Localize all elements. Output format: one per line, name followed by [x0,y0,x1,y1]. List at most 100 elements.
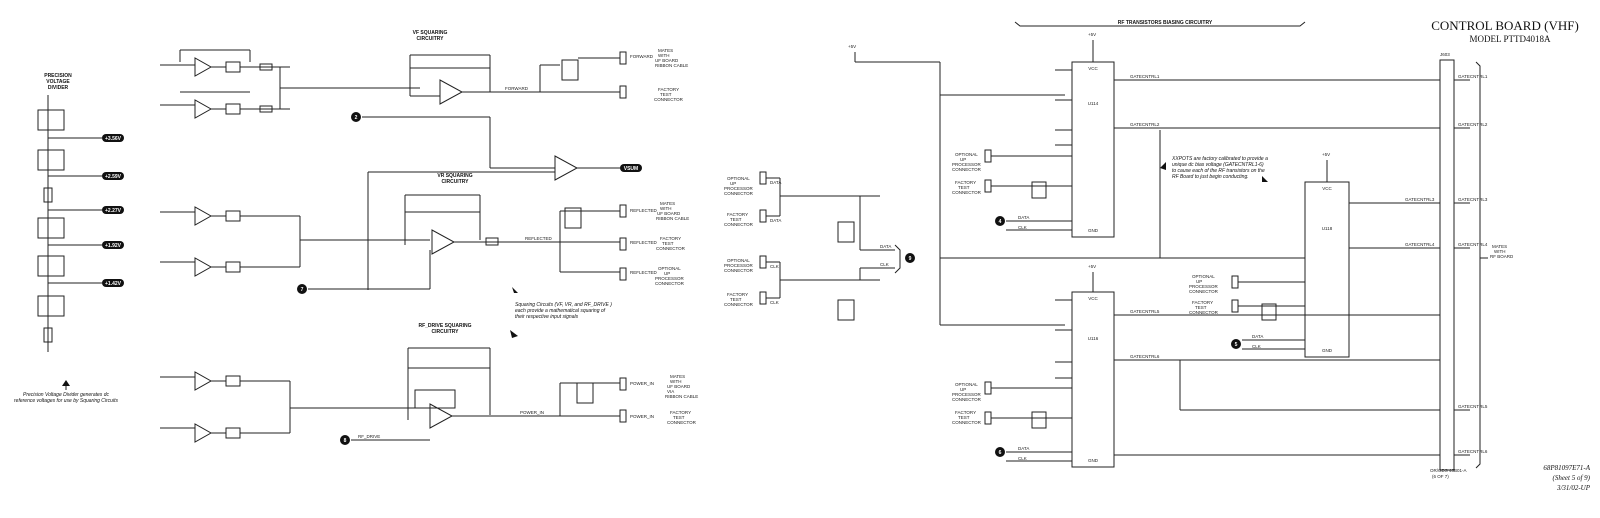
gate6-wire-label: GATECNTRL6 [1130,354,1160,359]
rfd-mates-3: UF BOARD [667,384,691,389]
u116-clk: CLK [1018,456,1027,461]
mid-optional2-1: OPTIONAL [727,258,750,263]
mid-factory2-3: CONNECTOR [724,302,754,307]
vr-optional-1: OPTIONAL [658,266,681,271]
u118-gnd: GND [1322,348,1333,353]
mid-factory-1: FACTORY [727,212,748,217]
vf-factory-1: FACTORY [658,87,679,92]
u116-label: U116 [1088,336,1099,341]
u116-5v: +5V [1088,264,1096,269]
gate4-label: GATECNTRL4 [1458,242,1488,247]
data-clk-bus: OPTIONAL UP PROCESSOR CONNECTOR FACTORY … [724,171,915,321]
ref-circle-7: 7 [301,287,304,293]
vf-mates-uf-4: RIBBON CABLE [655,63,688,68]
u118-optional-4: CONNECTOR [1189,289,1219,294]
u114-optional-2: UP [960,157,966,162]
mid-optional-2: UP [730,181,736,186]
mid-factory-2: TEST [730,217,742,222]
gate3-wire-label: GATECNTRL3 [1405,197,1435,202]
u114-5v: +5V [1088,32,1096,37]
rfd-input-label: RF_DRIVE [358,434,380,439]
drawing-rev: (6 OF 7) [1432,474,1449,479]
rf-bias-circuitry: RF TRANSISTORS BIASING CIRCUITRY +5V VCC… [848,20,1514,471]
u114-optional-1: OPTIONAL [955,152,978,157]
vf-title-2: CIRCUITRY [416,36,444,42]
vf-squaring: VF SQUARING CIRCUITRY FORWARD [160,30,688,169]
mates-rf-2: WITH [1494,249,1506,254]
u116-vcc: VCC [1088,296,1098,301]
rfd-factory-3: CONNECTOR [667,420,697,425]
vr-reflected-conn-2: REFLECTED [630,240,658,245]
squaring-note-1: Squaring Circuits (VF, VR, and RF_DRIVE … [515,302,612,308]
ic-u114 [1071,61,1115,238]
u118-5v: +5V [1322,152,1330,157]
divider-note-line2: reference voltages for use by Squaring C… [14,398,118,404]
vr-mates-4: RIBBON CABLE [656,216,689,221]
u118-optional-1: OPTIONAL [1192,274,1215,279]
xxpot-note-2: unique dc bias voltage (GATECNTRL1-6) [1172,162,1264,168]
divider-note-line1: Precision Voltage Divider generates dc [23,392,109,398]
ref-voltage-1: +3.56V [105,136,122,142]
divider-title-3: DIVIDER [48,85,69,91]
vr-reflected-conn-1: REFLECTED [630,208,658,213]
gate5-label: GATECNTRL5 [1458,404,1488,409]
u116-data: DATA [1018,446,1029,451]
summing-amp: VSUM [367,155,642,290]
u114-label: U114 [1088,101,1099,106]
xxpot-note-3: to cause each of the RF transistors on t… [1172,168,1265,174]
precision-divider: PRECISION VOLTAGE DIVIDER +3.56V +2.59V … [14,73,124,404]
u114-vcc: VCC [1088,66,1098,71]
vf-title-1: VF SQUARING [413,30,448,36]
rf-conn-label: J603 [1440,52,1450,57]
rfd-factory-1: FACTORY [670,410,691,415]
vr-factory-2: TEST [662,241,674,246]
u116-factory-1: FACTORY [955,410,976,415]
vf-mates-uf-3: UF BOARD [655,58,679,63]
u114-optional-3: PROCESSOR [952,162,982,167]
mid-optional2-3: CONNECTOR [724,268,754,273]
mates-rf-1: MATES [1492,244,1507,249]
bus-data-label: DATA [880,244,891,249]
divider-title-2: VOLTAGE [46,79,70,85]
vf-forward-label: FORWARD [505,86,529,91]
vr-factory-3: CONNECTOR [656,246,686,251]
sheet-date: 3/31/02-UP [1556,484,1591,492]
sheet-model: MODEL PTTD4018A [1470,34,1551,44]
mid-factory2-1: FACTORY [727,292,748,297]
rfd-mates-4: VIA [667,389,674,394]
gate1-wire-label: GATECNTRL1 [1130,74,1160,79]
u118-factory-2: TEST [1195,305,1207,310]
vr-squaring: VR SQUARING CIRCUITRY REFLECTED 7 [160,173,689,294]
vr-reflected-conn-3: REFLECTED [630,270,658,275]
rfd-power-conn-2: POWER_IN [630,414,654,419]
u116-optional-4: CONNECTOR [952,397,982,402]
vr-optional-3: PROCESSOR [655,276,685,281]
vr-optional-2: UP [664,271,670,276]
rfd-mates-5: RIBBON CABLE [665,394,698,399]
u118-factory-3: CONNECTOR [1189,310,1219,315]
u114-clk: CLK [1018,225,1027,230]
ic-u116 [1071,291,1115,468]
u114-gnd: GND [1088,228,1099,233]
rfd-power-in-label: POWER_IN [520,410,544,415]
ref-circle-6: 6 [999,450,1002,456]
sheet-title: CONTROL BOARD (VHF) [1431,18,1579,33]
squaring-note-3: their respective input signals [515,314,579,320]
ref-voltage-5: +1.42V [105,281,122,287]
divider-title-1: PRECISION [44,73,72,79]
ref-circle-4: 4 [999,219,1002,225]
vr-mates-1: MATES [660,201,675,206]
mid-data-1: DATA [770,180,781,185]
rf-board-connector [1439,59,1455,471]
ref-circle-5: 5 [1235,342,1238,348]
vr-mates-3: UF BOARD [657,211,681,216]
ref-circle-8: 8 [344,438,347,444]
u114-optional-4: CONNECTOR [952,167,982,172]
mid-optional2-2: PROCESSOR [724,263,754,268]
rf-drive-squaring: RF_DRIVE SQUARING CIRCUITRY POWER_IN 8 R… [160,323,698,445]
rfd-mates-1: MATES [670,374,685,379]
u114-factory-1: FACTORY [955,180,976,185]
vr-title-2: CIRCUITRY [441,179,469,185]
bus-clk-label: CLK [880,262,889,267]
